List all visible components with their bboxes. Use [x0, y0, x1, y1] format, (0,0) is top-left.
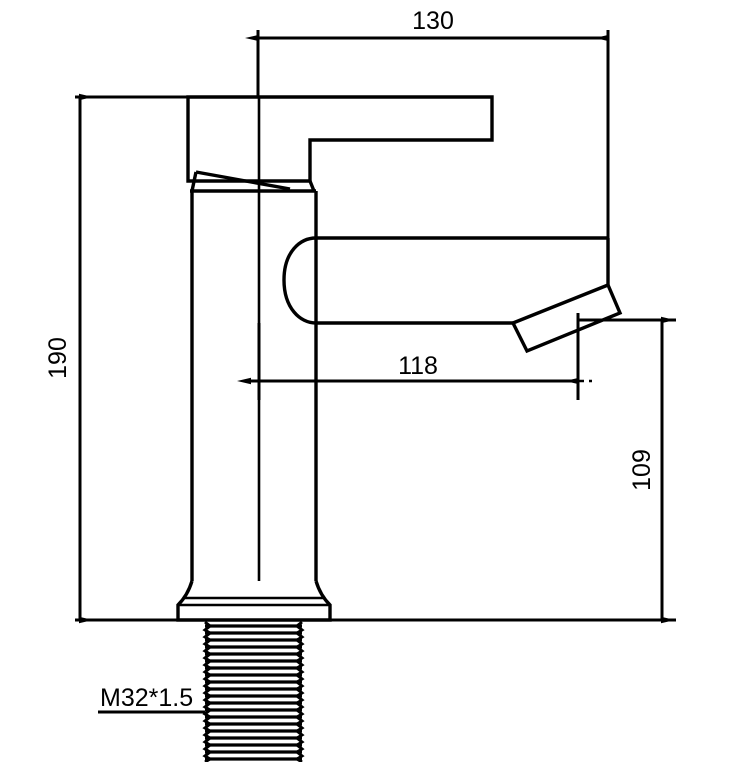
thread-hatch-lines — [205, 624, 302, 761]
threaded-shank-group — [202, 620, 305, 762]
base-flange — [176, 580, 332, 622]
aerator-nozzle — [510, 282, 623, 354]
spout-outline — [282, 236, 317, 325]
dimension-130-group — [245, 30, 610, 238]
dimension-190-group — [75, 93, 330, 624]
faucet-outline-group — [176, 95, 623, 622]
handle-lever-outline — [186, 95, 494, 183]
thread-edge-left — [202, 620, 213, 762]
dimension-109-group — [330, 316, 676, 624]
dim-190-label: 190 — [44, 337, 72, 379]
thread-callout-label: M32*1.5 — [100, 684, 193, 712]
dim-109-label: 109 — [628, 449, 656, 491]
thread-edge-right — [294, 620, 305, 762]
dim-118-label: 118 — [398, 352, 438, 380]
dim-130-label: 130 — [412, 7, 454, 35]
dimension-118-group — [237, 313, 596, 400]
handle-taper-line — [195, 170, 291, 191]
